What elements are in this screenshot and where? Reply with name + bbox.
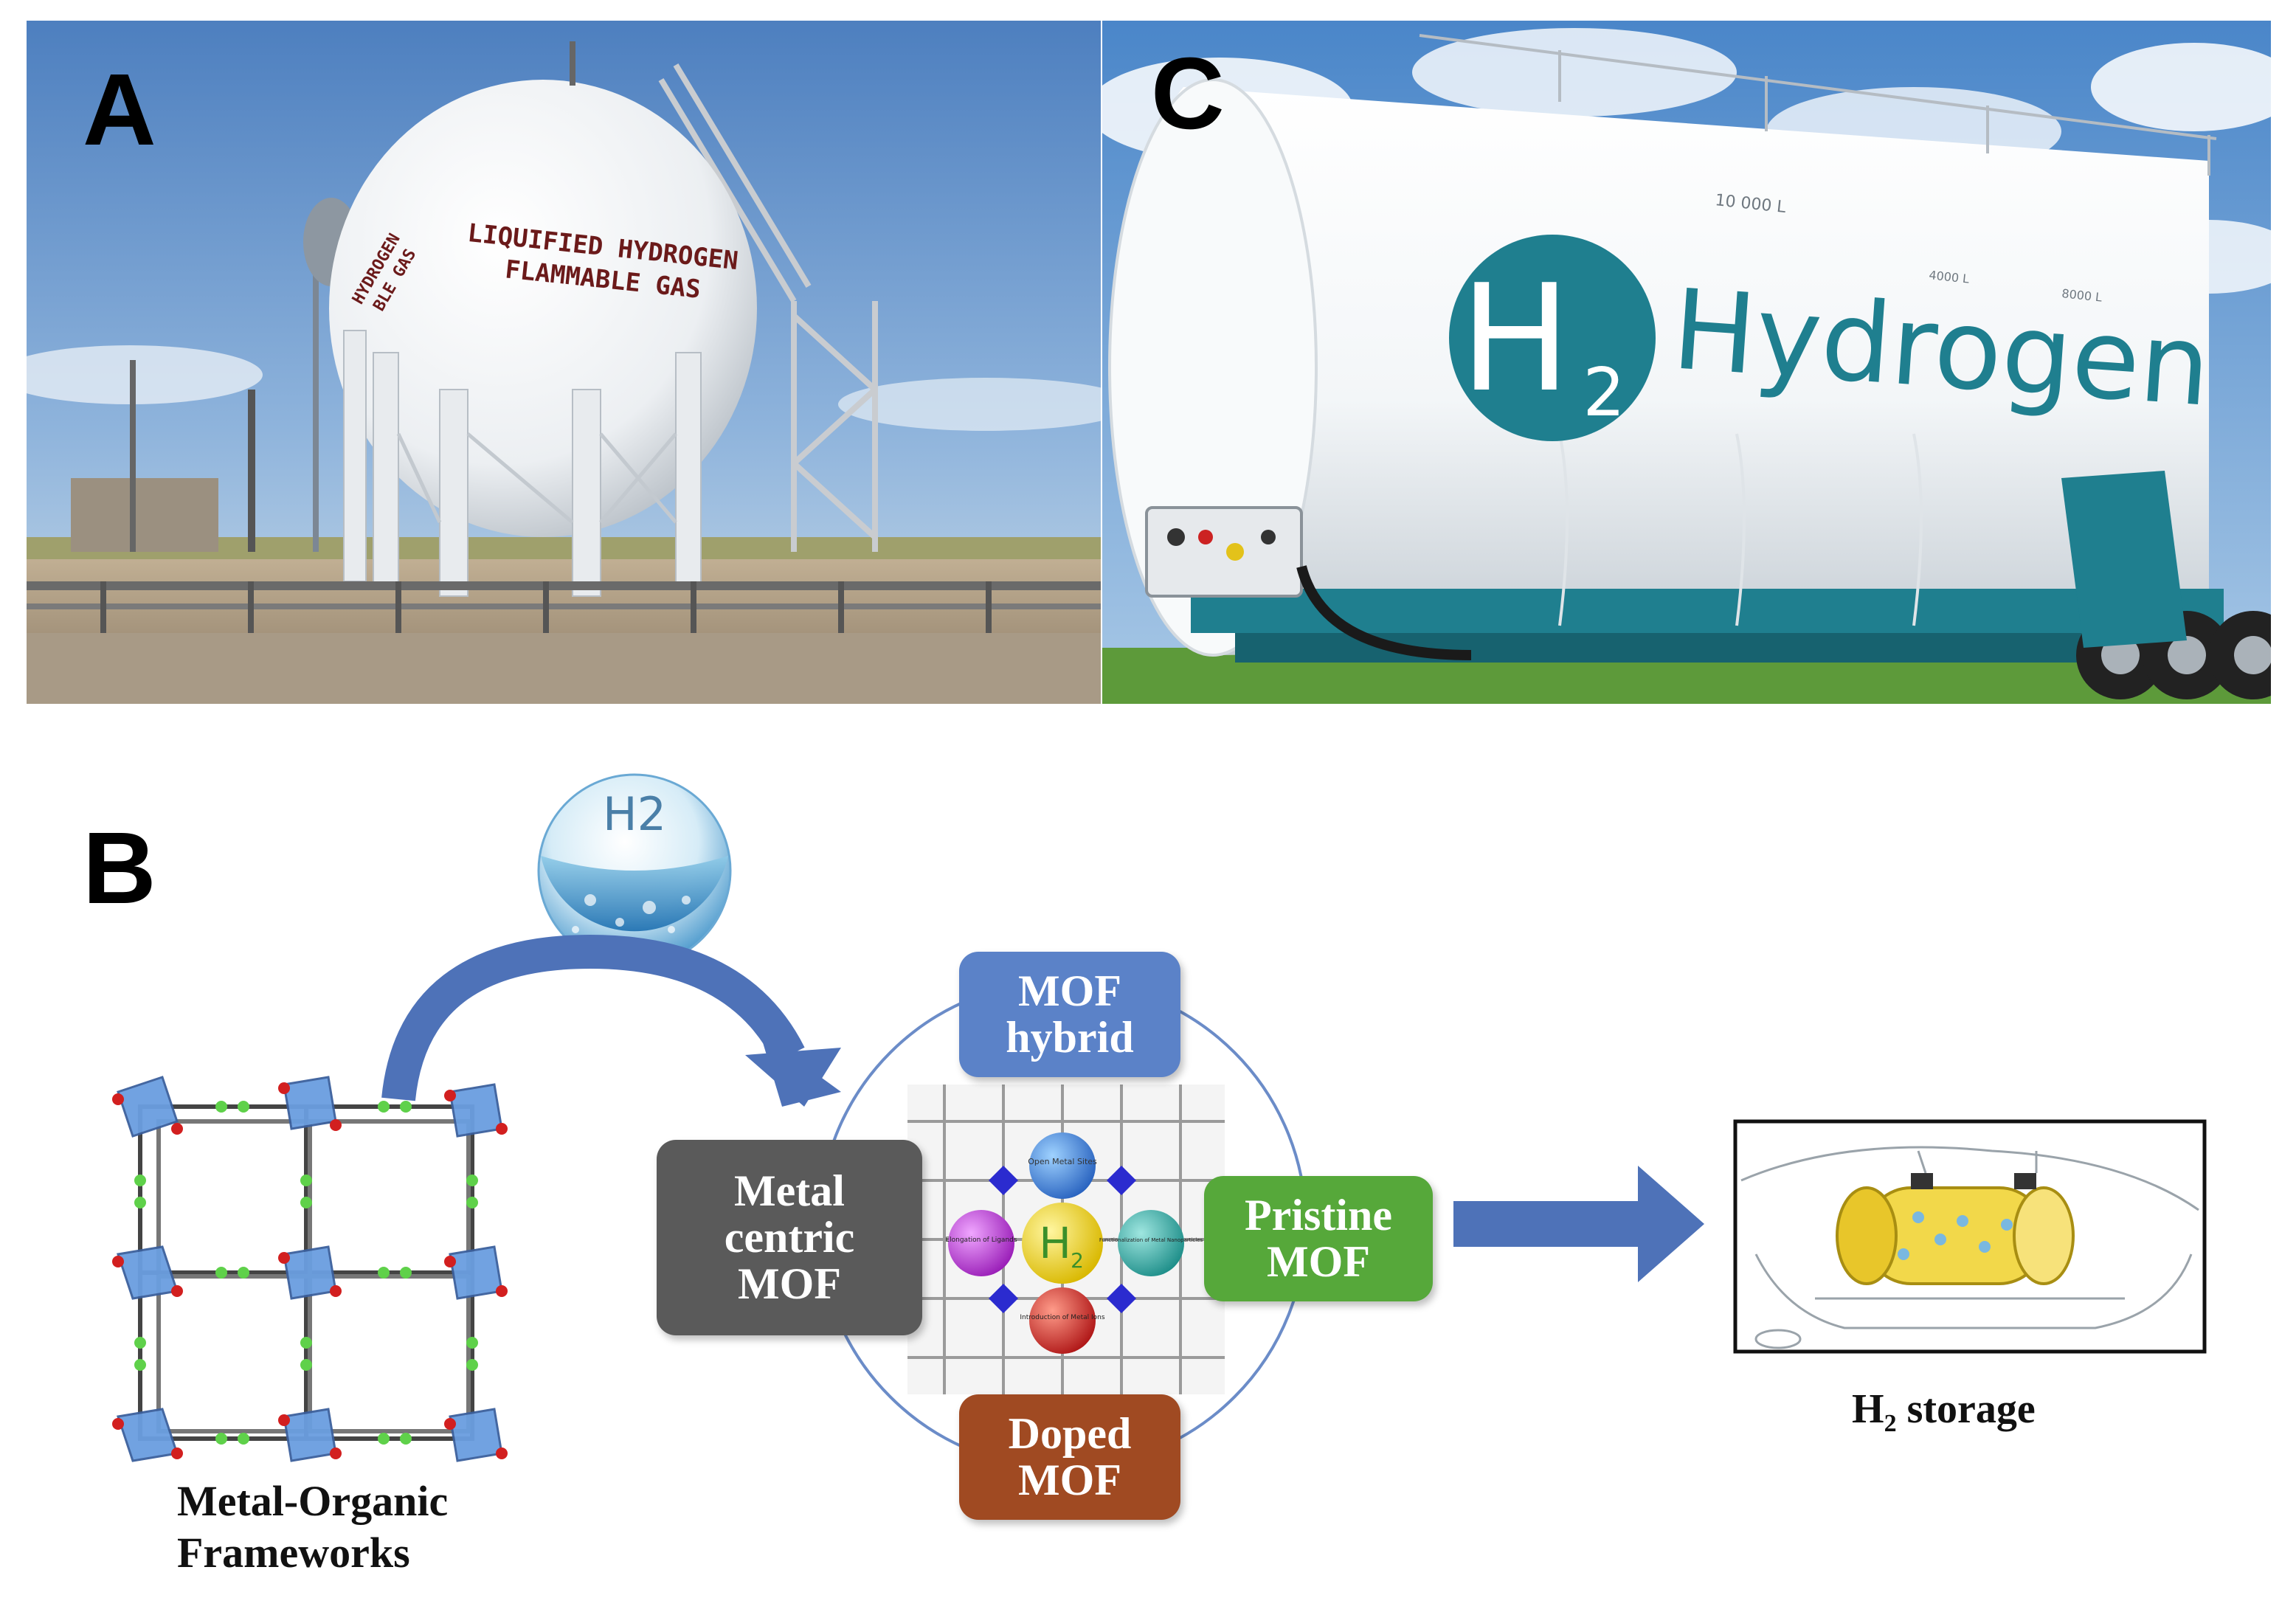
mof-hybrid-box: MOF hybrid [959, 952, 1180, 1077]
curved-arrow [381, 934, 841, 1107]
bubble-h2-label: H2 [603, 787, 666, 841]
mof-framework-illustration [112, 1076, 508, 1462]
h2-bubble-icon: H2 [537, 773, 732, 968]
car-h2-storage-illustration [1733, 1119, 2207, 1354]
doped-mof-box: Doped MOF [959, 1394, 1180, 1520]
sphere-label-top: Open Metal Sites [1028, 1157, 1097, 1166]
center-h2-symbol: H [1039, 1218, 1071, 1268]
right-arrow [1453, 1166, 1704, 1282]
caption-left-line1: Metal-Organic [177, 1477, 449, 1525]
metal-centric-mof-box: Metal centric MOF [657, 1140, 922, 1335]
logo-subscript: 2 [1583, 354, 1625, 432]
central-mof-lattice: Open Metal Sites Elongation of Ligands F… [907, 1085, 1225, 1394]
caption-h2-storage: H2 storage [1852, 1386, 2036, 1438]
caption-storage-text: storage [1896, 1386, 2036, 1432]
logo-h-symbol: H [1460, 253, 1571, 425]
panel-c-photo: H 2 Hydrogen 10 000 L 4000 L 8000 L [1102, 21, 2271, 704]
caption-h2-symbol: H [1852, 1386, 1884, 1432]
sphere-label-left: Elongation of Ligands [945, 1236, 1017, 1244]
panel-letter-a: A [83, 53, 156, 167]
panel-letter-c: C [1151, 37, 1225, 151]
panel-letter-b: B [83, 812, 156, 925]
pristine-mof-box: Pristine MOF [1204, 1176, 1433, 1301]
caption-metal-organic-frameworks: Metal-Organic Frameworks [177, 1476, 448, 1578]
sphere-label-bottom: Introduction of Metal Ions [1020, 1314, 1104, 1321]
sphere-label-right: Functionalization of Metal Nanoparticles [1099, 1237, 1203, 1243]
caption-h2-subscript: 2 [1884, 1410, 1897, 1438]
panel-a-photo: LIQUIFIED HYDROGEN FLAMMABLE GAS HYDROGE… [27, 21, 1101, 704]
caption-left-line2: Frameworks [177, 1528, 410, 1577]
center-h2-subscript: 2 [1071, 1248, 1084, 1273]
